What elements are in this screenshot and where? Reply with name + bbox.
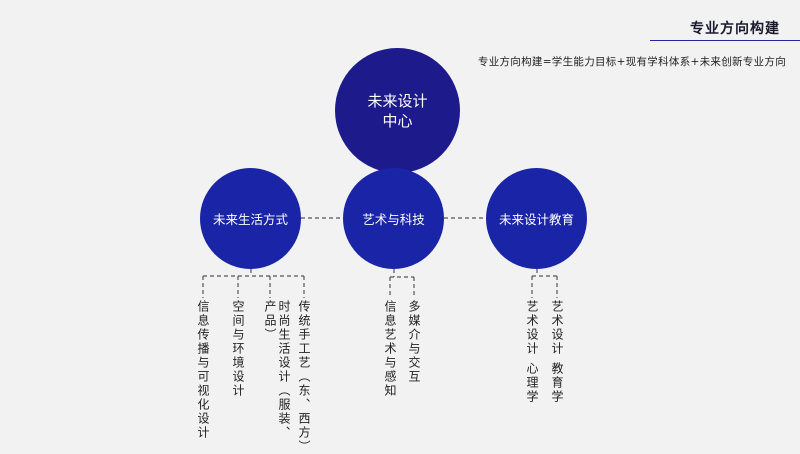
connector-middle-branch	[389, 269, 415, 298]
node-art-technology: 艺术与科技	[343, 168, 444, 269]
formula-text: 专业方向构建=学生能力目标+现有学科体系+未来创新专业方向	[477, 56, 786, 68]
center-node: 未来设计 中心	[335, 48, 460, 173]
branch-label: 空间与环境设计	[231, 300, 245, 398]
branch-label: 艺术设计 心理学	[525, 300, 539, 404]
branch-label: 信息艺术与感知	[383, 300, 397, 398]
branch-label: 多媒介与交互	[407, 300, 421, 384]
page-title: 专业方向构建	[690, 21, 780, 37]
branch-label: 艺术设计 教育学	[550, 300, 564, 404]
branch-label: 传统手工艺（东、西方）	[297, 300, 311, 454]
connector-right-branch	[531, 269, 558, 298]
branch-label: 信息传播与可视化设计	[196, 300, 210, 440]
header-rule	[650, 40, 800, 41]
center-node-line2: 中心	[382, 111, 413, 130]
center-node-line1: 未来设计	[367, 91, 428, 110]
branch-label: 时尚生活设计（服装、产品）	[263, 300, 291, 440]
connector-left-branch	[202, 269, 305, 298]
node-future-design-education: 未来设计教育	[486, 168, 587, 269]
node-future-lifestyle: 未来生活方式	[200, 168, 301, 269]
